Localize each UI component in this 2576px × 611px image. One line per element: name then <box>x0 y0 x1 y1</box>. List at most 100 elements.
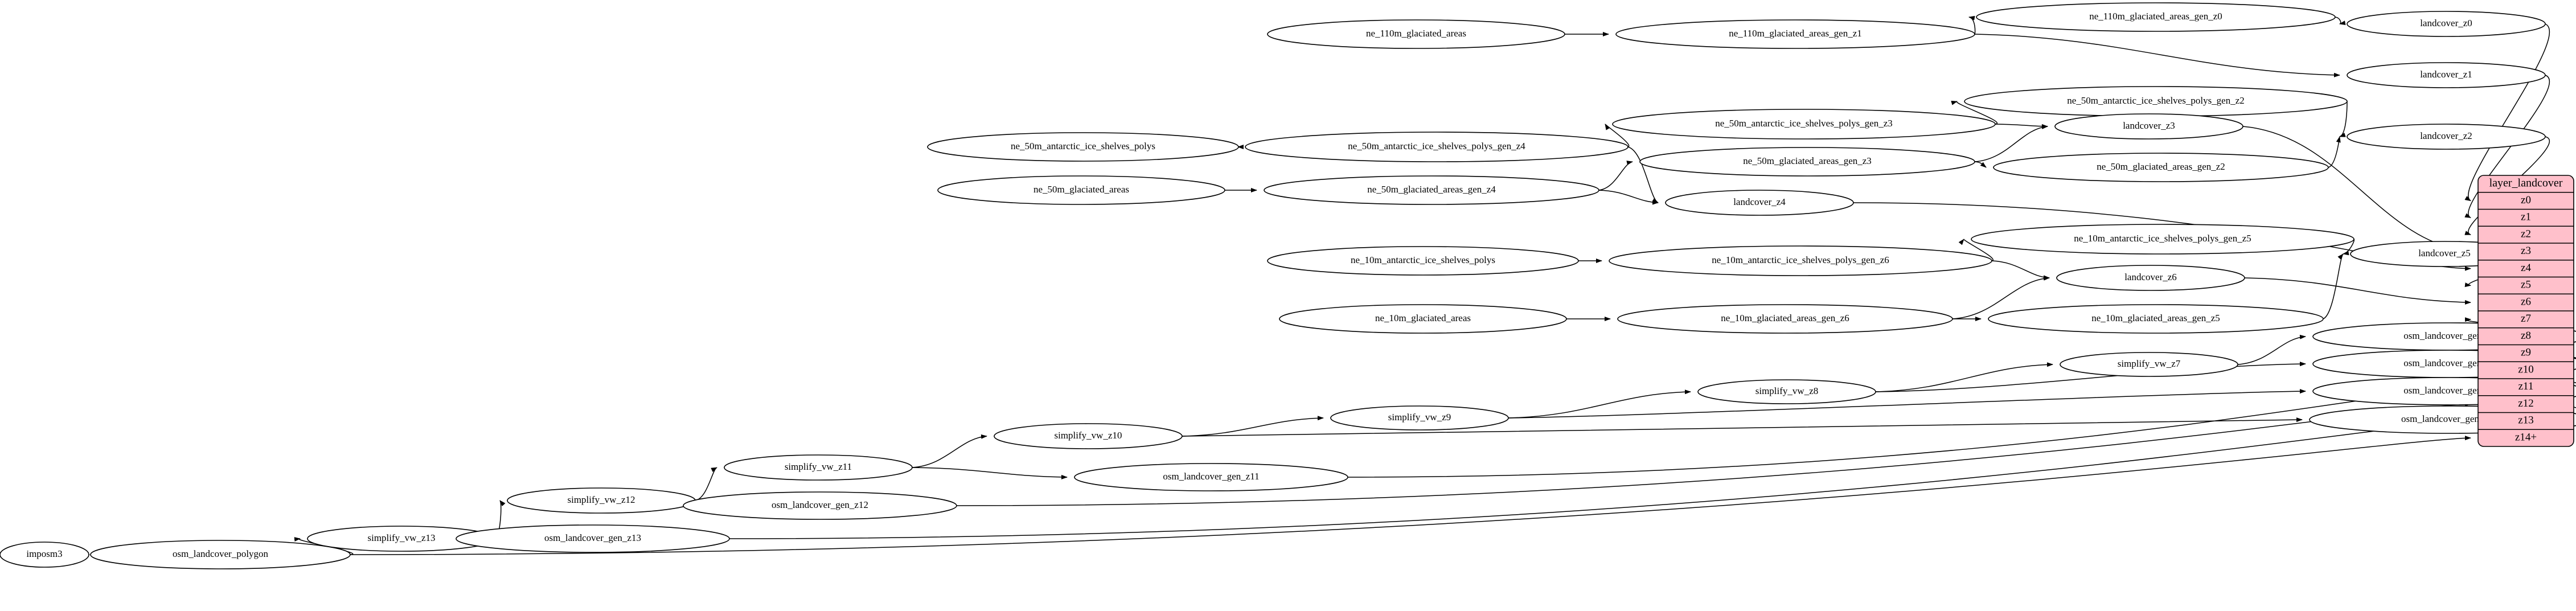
node-shape <box>1267 246 1579 276</box>
graph-node-simplify_vw_z11[interactable]: simplify_vw_z11 <box>724 454 913 481</box>
graph-node-ne_10m_glaciated_areas_gen_z6[interactable]: ne_10m_glaciated_areas_gen_z6 <box>1617 304 1953 334</box>
node-label: landcover_z5 <box>2418 248 2471 259</box>
graph-node-ne_50m_glaciated_areas_gen_z3[interactable]: ne_50m_glaciated_areas_gen_z3 <box>1639 147 1975 177</box>
record-field-z2[interactable]: z2 <box>2521 228 2531 240</box>
node-shape <box>994 423 1183 449</box>
graph-edge-ne_50m_glaciated_areas_gen_z4--to--landcover_z4 <box>1598 190 1659 205</box>
record-field-z0[interactable]: z0 <box>2521 194 2531 206</box>
record-field-z11[interactable]: z11 <box>2518 380 2534 392</box>
node-shape <box>937 175 1225 205</box>
graph-edge-simplify_vw_z8--to--simplify_vw_z7 <box>1875 362 2053 392</box>
node-shape <box>1279 304 1567 334</box>
graph-node-ne_10m_antarctic_ice_shelves_polys[interactable]: ne_10m_antarctic_ice_shelves_polys <box>1267 246 1579 276</box>
graph-edge-ne_50m_glaciated_areas_gen_z4--to--ne_50m_glaciated_areas_gen_z3 <box>1598 161 1633 191</box>
node-label: ne_10m_glaciated_areas_gen_z5 <box>2091 313 2220 323</box>
node-label: osm_landcover_gen_z11 <box>1163 471 1259 482</box>
graph-node-landcover_z6[interactable]: landcover_z6 <box>2056 265 2245 291</box>
graph-node-landcover_z4[interactable]: landcover_z4 <box>1665 190 1854 216</box>
record-node-layer-landcover[interactable]: layer_landcoverz0z1z2z3z4z5z6z7z8z9z10z1… <box>2477 175 2574 447</box>
record-field-z8[interactable]: z8 <box>2521 330 2531 342</box>
record-field-z9[interactable]: z9 <box>2521 347 2531 359</box>
record-field-z4[interactable]: z4 <box>2521 262 2531 274</box>
graph-node-ne_110m_glaciated_areas[interactable]: ne_110m_glaciated_areas <box>1267 19 1565 49</box>
graph-edge-osm_landcover_polygon--to--layer_landcover-z14+ <box>350 436 2471 555</box>
node-label: ne_50m_glaciated_areas_gen_z4 <box>1367 184 1496 195</box>
record-field-z6[interactable]: z6 <box>2521 296 2531 307</box>
graph-node-simplify_vw_z8[interactable]: simplify_vw_z8 <box>1697 379 1876 404</box>
node-shape <box>90 540 351 569</box>
node-label: landcover_z6 <box>2124 272 2177 282</box>
graph-node-osm_landcover_gen_z11[interactable]: osm_landcover_gen_z11 <box>1074 463 1348 491</box>
node-shape <box>1612 109 1996 140</box>
record-field-z1[interactable]: z1 <box>2521 211 2531 223</box>
node-label: osm_landcover_gen_z10 <box>2401 413 2498 424</box>
graph-node-ne_50m_glaciated_areas[interactable]: ne_50m_glaciated_areas <box>937 175 1225 205</box>
graph-edge-ne_50m_antarctic_ice_shelves_polys_gen_z4--to--landcover_z4 <box>1627 146 1659 203</box>
node-label: osm_landcover_gen_z8 <box>2403 358 2495 368</box>
graph-node-ne_50m_glaciated_areas_gen_z2[interactable]: ne_50m_glaciated_areas_gen_z2 <box>1993 153 2329 182</box>
node-label: simplify_vw_z13 <box>368 532 436 543</box>
graph-node-ne_50m_antarctic_ice_shelves_polys_gen_z4[interactable]: ne_50m_antarctic_ice_shelves_polys_gen_z… <box>1245 132 1629 162</box>
graph-edge-landcover_z0--to--layer_landcover-z0 <box>2464 23 2550 202</box>
graph-node-landcover_z1[interactable]: landcover_z1 <box>2347 62 2546 88</box>
node-label: ne_10m_glaciated_areas <box>1375 313 1471 323</box>
graph-node-ne_110m_glaciated_areas_gen_z0[interactable]: ne_110m_glaciated_areas_gen_z0 <box>1976 2 2336 32</box>
node-shape <box>1976 2 2336 32</box>
graph-edge-simplify_vw_z11--to--simplify_vw_z10 <box>912 434 987 468</box>
node-shape <box>2347 62 2546 88</box>
node-shape <box>456 524 730 553</box>
graph-edge-simplify_vw_z7--to--osm_landcover_gen_z7 <box>2237 334 2306 365</box>
graph-edge-simplify_vw_z10--to--osm_landcover_gen_z10 <box>1182 417 2303 437</box>
graph-node-ne_50m_antarctic_ice_shelves_polys[interactable]: ne_50m_antarctic_ice_shelves_polys <box>927 132 1239 162</box>
graph-edge-ne_10m_antarctic_ice_shelves_polys_gen_z6--to--ne_10m_antarctic_ice_shelves_polys_gen_z5 <box>1958 239 1993 261</box>
record-field-z12[interactable]: z12 <box>2518 397 2533 409</box>
graph-node-ne_10m_antarctic_ice_shelves_polys_gen_z6[interactable]: ne_10m_antarctic_ice_shelves_polys_gen_z… <box>1609 245 1992 276</box>
record-field-z14plus[interactable]: z14+ <box>2515 431 2537 443</box>
node-label: ne_50m_antarctic_ice_shelves_polys <box>1011 141 1155 151</box>
graph-node-simplify_vw_z12[interactable]: simplify_vw_z12 <box>507 487 696 514</box>
node-label: simplify_vw_z7 <box>2118 358 2181 369</box>
graph-node-ne_10m_antarctic_ice_shelves_polys_gen_z5[interactable]: ne_10m_antarctic_ice_shelves_polys_gen_z… <box>1971 224 2355 255</box>
record-field-z10[interactable]: z10 <box>2518 363 2533 375</box>
node-label: ne_50m_antarctic_ice_shelves_polys_gen_z… <box>1715 118 1893 129</box>
graph-node-ne_10m_glaciated_areas[interactable]: ne_10m_glaciated_areas <box>1279 304 1567 334</box>
node-shape <box>1697 379 1876 404</box>
graph-edge-ne_10m_glaciated_areas_gen_z6--to--landcover_z6 <box>1952 276 2050 319</box>
node-shape <box>2060 352 2238 377</box>
node-label: simplify_vw_z12 <box>568 494 635 505</box>
graph-node-osm_landcover_polygon[interactable]: osm_landcover_polygon <box>90 540 351 569</box>
graph-node-osm_landcover_gen_z13[interactable]: osm_landcover_gen_z13 <box>456 524 730 553</box>
node-shape <box>2347 124 2546 150</box>
node-shape <box>1639 147 1975 177</box>
graph-node-landcover_z3[interactable]: landcover_z3 <box>2054 113 2243 140</box>
graph-node-ne_110m_glaciated_areas_gen_z1[interactable]: ne_110m_glaciated_areas_gen_z1 <box>1615 19 1975 49</box>
record-field-z13[interactable]: z13 <box>2518 415 2533 427</box>
node-label: ne_110m_glaciated_areas <box>1366 28 1466 39</box>
graph-node-ne_50m_antarctic_ice_shelves_polys_gen_z3[interactable]: ne_50m_antarctic_ice_shelves_polys_gen_z… <box>1612 109 1996 140</box>
graph-node-simplify_vw_z9[interactable]: simplify_vw_z9 <box>1330 405 1509 430</box>
node-label: ne_110m_glaciated_areas_gen_z1 <box>1729 28 1862 39</box>
record-field-z3[interactable]: z3 <box>2521 245 2531 257</box>
graph-node-imposm3[interactable]: imposm3 <box>0 542 89 568</box>
graph-node-osm_landcover_gen_z12[interactable]: osm_landcover_gen_z12 <box>683 491 957 520</box>
node-shape <box>1617 304 1953 334</box>
graph-node-ne_10m_glaciated_areas_gen_z5[interactable]: ne_10m_glaciated_areas_gen_z5 <box>1988 304 2324 334</box>
graph-node-simplify_vw_z7[interactable]: simplify_vw_z7 <box>2060 352 2238 377</box>
record-field-z5[interactable]: z5 <box>2521 279 2531 291</box>
graph-node-landcover_z2[interactable]: landcover_z2 <box>2347 124 2546 150</box>
graph-edge-ne_50m_glaciated_areas_gen_z3--to--landcover_z3 <box>1974 124 2048 162</box>
node-shape <box>1264 175 1599 205</box>
graph-edge-ne_50m_glaciated_areas_gen_z2--to--landcover_z2 <box>2328 136 2341 168</box>
graph-edge-simplify_vw_z9--to--osm_landcover_gen_z9 <box>1508 389 2306 419</box>
node-shape <box>1609 245 1992 276</box>
graph-node-ne_50m_glaciated_areas_gen_z4[interactable]: ne_50m_glaciated_areas_gen_z4 <box>1264 175 1599 205</box>
graph-edge-ne_50m_antarctic_ice_shelves_polys_gen_z4--to--ne_50m_antarctic_ice_shelves_polys_gen_z3 <box>1605 124 1630 147</box>
node-label: landcover_z4 <box>1733 196 1786 207</box>
graph-node-ne_50m_antarctic_ice_shelves_polys_gen_z2[interactable]: ne_50m_antarctic_ice_shelves_polys_gen_z… <box>1964 86 2348 117</box>
graph-node-simplify_vw_z10[interactable]: simplify_vw_z10 <box>994 423 1183 449</box>
node-shape <box>1267 19 1565 49</box>
graph-node-landcover_z0[interactable]: landcover_z0 <box>2347 11 2546 37</box>
record-field-z7[interactable]: z7 <box>2521 313 2531 325</box>
graph-edge-simplify_vw_z9--to--simplify_vw_z8 <box>1508 389 1691 419</box>
